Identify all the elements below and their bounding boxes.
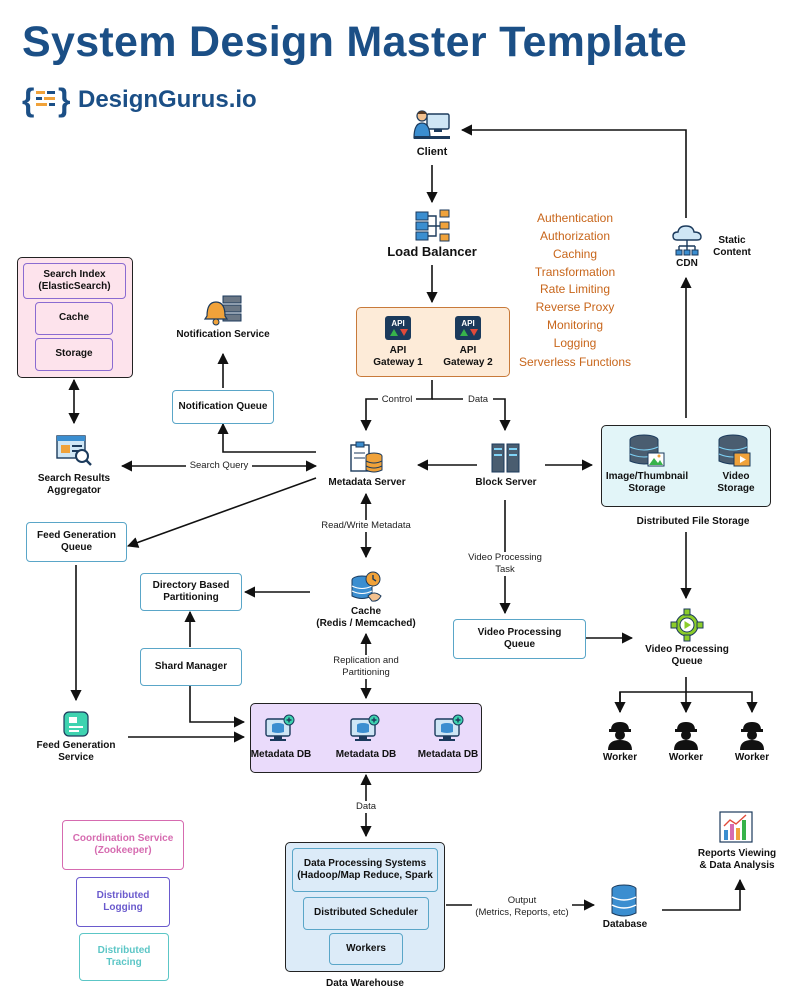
coordination-service-box: Coordination Service (Zookeeper) [62, 820, 184, 870]
metadata-db-2-icon [350, 714, 380, 741]
replication-partitioning-label: Replication and Partitioning [322, 655, 410, 679]
metadata-db-1-icon [265, 714, 295, 741]
image-storage-label: Image/Thumbnail Storage [605, 471, 689, 494]
reports-chart-icon [719, 811, 753, 843]
shard-manager-box: Shard Manager [140, 648, 242, 686]
video-processing-gear-icon [670, 608, 704, 642]
page-title: System Design Master Template [22, 18, 688, 66]
svg-text:}: } [58, 82, 70, 118]
block-server-label: Block Server [475, 477, 537, 488]
static-content-label: Static Content [713, 235, 751, 258]
metadata-db-3-label: Metadata DB [417, 749, 479, 760]
notification-service-icon [203, 295, 242, 326]
feature-reverse-proxy: Reverse Proxy [535, 300, 615, 314]
video-storage-icon [718, 434, 751, 467]
data-processing-box: Data Processing Systems (Hadoop/Map Redu… [292, 848, 438, 892]
database-icon [611, 884, 637, 917]
cache-service-label: Cache (Redis / Memcached) [316, 606, 416, 629]
api-2-icon: API [455, 316, 481, 340]
search-cache-box: Cache [35, 302, 113, 335]
worker-1-icon [608, 722, 632, 750]
worker-2-icon [674, 722, 698, 750]
video-processing-queue-box: Video Processing Queue [453, 619, 586, 659]
database-label: Database [602, 919, 648, 930]
metadata-db-1-label: Metadata DB [250, 749, 312, 760]
notification-service-label: Notification Service [176, 329, 270, 340]
distributed-logging-box: Distributed Logging [76, 877, 170, 927]
brand-name: DesignGurus.io [78, 86, 257, 113]
worker-3-label: Worker [734, 752, 770, 763]
notification-queue-box: Notification Queue [172, 390, 274, 424]
feature-transformation: Transformation [534, 265, 616, 279]
svg-text:{: { [22, 82, 34, 118]
feed-service-icon [63, 711, 89, 737]
feature-caching: Caching [552, 247, 598, 261]
warehouse-workers-box: Workers [329, 933, 403, 965]
video-processing-task-label: Video Processing Task [462, 552, 548, 576]
data-warehouse-caption: Data Warehouse [326, 978, 404, 989]
feature-authentication: Authentication [536, 211, 614, 225]
block-server-icon [491, 443, 520, 473]
distributed-scheduler-box: Distributed Scheduler [303, 897, 429, 930]
directory-partitioning-box: Directory Based Partitioning [140, 573, 242, 611]
distributed-tracing-box: Distributed Tracing [79, 933, 169, 981]
client-icon [413, 110, 450, 139]
worker-3-icon [740, 722, 764, 750]
search-index-box: Search Index (ElasticSearch) [23, 263, 126, 299]
search-query-edge-label: Search Query [186, 460, 252, 472]
api-gateway-1-label: API Gateway 1 [373, 345, 423, 368]
brand-logo: { } DesignGurus.io [22, 80, 257, 120]
video-processing-queue-label: Video Processing Queue [645, 644, 729, 667]
search-aggregator-label: Search Results Aggregator [37, 473, 111, 496]
worker-1-label: Worker [602, 752, 638, 763]
metadata-db-3-icon [434, 714, 464, 741]
feed-generation-service-label: Feed Generation Service [36, 740, 116, 763]
metadata-server-icon [350, 441, 383, 473]
feature-authorization: Authorization [539, 229, 611, 243]
metadata-server-label: Metadata Server [328, 477, 406, 488]
control-edge-label: Control [378, 394, 416, 406]
feature-monitoring: Monitoring [546, 318, 604, 332]
load-balancer-icon [415, 209, 450, 242]
client-label: Client [416, 146, 448, 158]
feed-generation-queue-box: Feed Generation Queue [26, 522, 127, 562]
data-edge-label: Data [463, 394, 493, 406]
reports-label: Reports Viewing & Data Analysis [697, 848, 777, 871]
metadata-db-2-label: Metadata DB [335, 749, 397, 760]
api-1-icon: API [385, 316, 411, 340]
cdn-label: CDN [676, 258, 698, 269]
read-write-metadata-label: Read/Write Metadata [316, 520, 416, 532]
designgurus-logo-icon: { } [22, 82, 70, 118]
api-gateway-panel [356, 307, 510, 377]
load-balancer-label: Load Balancer [387, 244, 477, 259]
file-storage-caption: Distributed File Storage [636, 516, 750, 527]
worker-2-label: Worker [668, 752, 704, 763]
feature-logging: Logging [553, 336, 597, 350]
feature-rate-limiting: Rate Limiting [539, 282, 611, 296]
video-storage-label: Video Storage [717, 471, 755, 494]
cdn-icon [672, 225, 702, 256]
feature-serverless-functions: Serverless Functions [518, 355, 632, 369]
search-aggregator-icon [56, 435, 92, 466]
search-storage-box: Storage [35, 338, 113, 371]
cache-service-icon [351, 571, 382, 602]
output-edge-label: Output (Metrics, Reports, etc) [472, 895, 572, 919]
data-warehouse-edge-label: Data [352, 801, 380, 813]
image-storage-icon [629, 434, 665, 467]
api-gateway-2-label: API Gateway 2 [443, 345, 493, 368]
